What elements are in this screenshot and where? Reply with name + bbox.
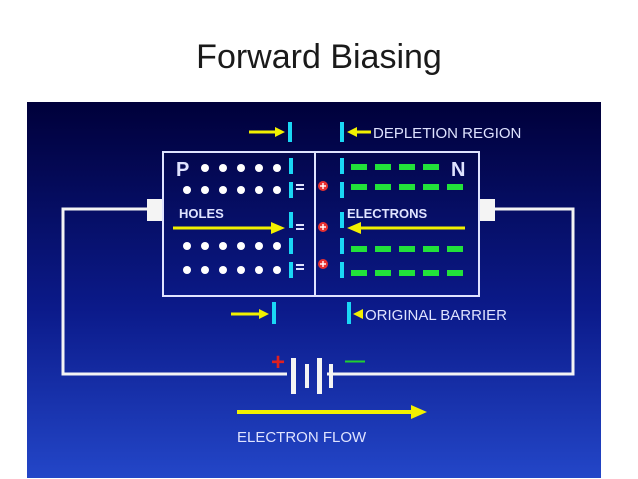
- hole: [237, 164, 245, 172]
- depletion-marker-right: [340, 158, 344, 278]
- depletion-region-label: DEPLETION REGION: [373, 125, 521, 142]
- hole: [273, 164, 281, 172]
- electron: [447, 246, 463, 252]
- electron: [351, 246, 367, 252]
- electron: [399, 184, 415, 190]
- depletion-top-left-arrow: [249, 122, 292, 142]
- negative-ions: [296, 184, 304, 270]
- electron: [351, 164, 367, 170]
- holes-flow-arrow: [173, 222, 285, 234]
- hole: [201, 164, 209, 172]
- holes-group: [183, 164, 281, 274]
- original-barrier-label: ORIGINAL BARRIER: [365, 307, 507, 324]
- positive-ions: [318, 181, 328, 269]
- hole: [201, 186, 209, 194]
- hole: [273, 242, 281, 250]
- electron: [423, 164, 439, 170]
- forward-bias-diagram: + — P N HOLES: [27, 102, 601, 478]
- barrier-bottom-left-arrow: [231, 302, 276, 324]
- hole: [255, 186, 263, 194]
- electron: [375, 184, 391, 190]
- barrier-bottom-right-arrow: [347, 302, 363, 324]
- electron: [351, 270, 367, 276]
- negative-terminal-label: —: [345, 350, 365, 372]
- electron: [399, 270, 415, 276]
- electron: [399, 246, 415, 252]
- slide-title: Forward Biasing: [196, 38, 442, 76]
- hole: [237, 186, 245, 194]
- hole: [255, 242, 263, 250]
- n-side-contact: [479, 199, 495, 221]
- depletion-top-right-arrow: [340, 122, 371, 142]
- n-type-label: N: [451, 159, 465, 181]
- circuit-wire: [61, 207, 575, 376]
- electron: [423, 184, 439, 190]
- electrons-label: ELECTRONS: [347, 206, 428, 221]
- hole: [183, 186, 191, 194]
- p-side-contact: [147, 199, 163, 221]
- hole: [219, 186, 227, 194]
- electron-flow-label: ELECTRON FLOW: [237, 429, 367, 446]
- electron: [399, 164, 415, 170]
- hole: [237, 242, 245, 250]
- hole: [273, 266, 281, 274]
- hole: [219, 242, 227, 250]
- hole: [219, 164, 227, 172]
- electron-flow-arrow: [237, 405, 427, 419]
- electron: [447, 184, 463, 190]
- electron: [375, 246, 391, 252]
- hole: [183, 266, 191, 274]
- depletion-marker-left: [289, 158, 293, 278]
- electron: [447, 270, 463, 276]
- diagram-canvas: + — P N HOLES: [27, 102, 601, 478]
- hole: [201, 266, 209, 274]
- electrons-group: [351, 164, 463, 276]
- positive-terminal-label: +: [271, 349, 285, 376]
- electron: [351, 184, 367, 190]
- hole: [273, 186, 281, 194]
- hole: [255, 164, 263, 172]
- electrons-flow-arrow: [347, 222, 465, 234]
- battery-icon: [291, 358, 333, 394]
- semiconductor-block: [162, 151, 480, 297]
- hole: [255, 266, 263, 274]
- holes-label: HOLES: [179, 206, 224, 221]
- hole: [237, 266, 245, 274]
- electron: [423, 246, 439, 252]
- hole: [201, 242, 209, 250]
- electron: [375, 270, 391, 276]
- p-type-label: P: [176, 159, 189, 181]
- electron: [423, 270, 439, 276]
- hole: [183, 242, 191, 250]
- electron: [375, 164, 391, 170]
- hole: [219, 266, 227, 274]
